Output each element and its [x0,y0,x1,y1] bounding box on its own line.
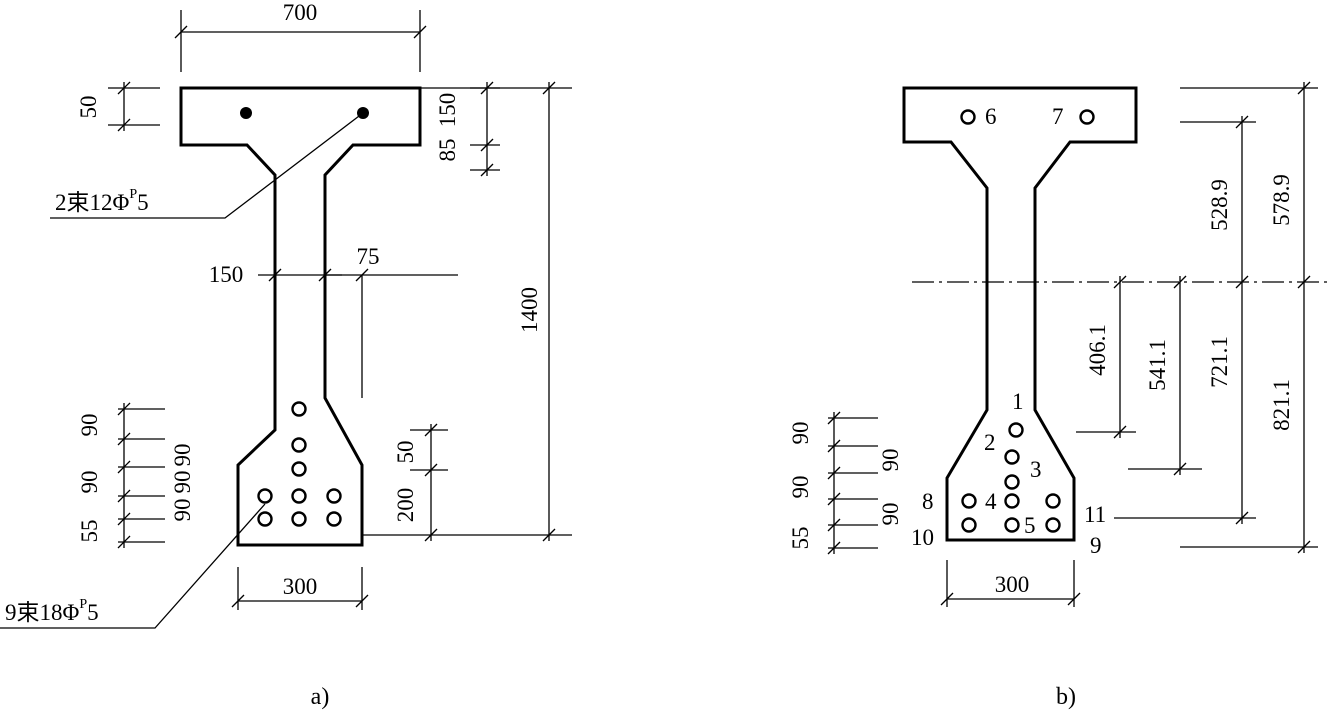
dim-web-offset-text: 75 [357,244,380,269]
dim-left-stack-b: 90 90 55 90 90 [788,411,903,555]
tendon-number: 3 [1030,457,1042,482]
dim-578-text: 578.9 [1269,174,1294,226]
tendon-number: 4 [985,489,997,514]
dim-left-b-5: 90 [878,503,903,526]
dim-721: 721.1 528.9 [1207,115,1249,525]
leader-bottom-tendons [0,503,266,629]
tendon-number: 10 [911,525,934,550]
dim-web: 150 [209,262,342,287]
dim-721-text: 721.1 [1207,336,1232,388]
dim-left-a-2: 90 [77,471,102,494]
top-tendon-dot [240,107,252,119]
dim-left-b-1: 90 [788,422,813,445]
dim-left-a-6: 90 [170,499,195,522]
dim-406: 406.1 [1085,275,1127,439]
dim-total-height-text: 1400 [517,287,542,333]
dim-bottom-width-a: 300 [231,567,369,610]
dim-bottom-width-b: 300 [940,560,1081,607]
dim-bottom-right-a-text: 200 [393,488,418,523]
label-bottom-tendons: 9束18ΦP5 [5,597,99,625]
leader-top-tendons [50,112,364,219]
dim-left-b-2: 90 [788,476,813,499]
caption-b: b) [1056,684,1076,710]
dim-left-b-4: 90 [878,449,903,472]
section-b-outline [902,86,1138,542]
dim-flange-thk: 50 [76,81,160,132]
tendon-number: 8 [922,489,934,514]
dim-left-a-3: 55 [77,520,102,543]
tendon-number: 9 [1090,533,1102,558]
dim-541: 541.1 [1145,275,1187,476]
dim-flange-thk-text: 50 [76,96,101,119]
dim-web-offset: 75 [325,244,458,398]
tendon-number: 5 [1024,513,1036,538]
dim-bottom-width-a-text: 300 [283,574,318,599]
section-a-outline [179,86,422,547]
dim-top-right-b-text: 150 [435,93,460,128]
bottom-tendon-holes [257,401,342,527]
dim-left-a-1: 90 [77,414,102,437]
dim-top-width: 700 [174,0,427,72]
dim-left-a-5: 90 [170,471,195,494]
dim-821: 821.1 578.9 [1269,81,1311,554]
tendon-number: 1 [1012,389,1024,414]
dim-web-width-text: 150 [209,262,244,287]
dim-top-right-a-text: 85 [435,139,460,162]
dim-left-a-4: 90 [170,444,195,467]
dim-541-text: 541.1 [1145,339,1170,391]
dim-528-text: 528.9 [1207,179,1232,231]
dim-bottom-right-b-text: 50 [393,441,418,464]
dim-bottom-right: 50 200 [393,423,448,542]
dim-bottom-width-b-text: 300 [995,572,1030,597]
figure-a: 700 50 85 150 [0,0,572,710]
dim-top-right: 85 150 [435,81,500,177]
dim-total-height: 1400 [362,81,572,542]
dim-left-stack-a: 90 90 55 90 90 90 [77,402,195,549]
dim-406-text: 406.1 [1085,324,1110,376]
tendon-number: 11 [1084,502,1106,527]
dim-821-text: 821.1 [1269,379,1294,431]
dim-left-b-3: 55 [788,527,813,550]
caption-a: a) [311,684,330,710]
tendon-number: 2 [984,430,996,455]
tendon-number: 7 [1052,104,1064,129]
dim-top-width-text: 700 [283,0,318,25]
figure-b: 1 2 3 4 5 6 7 8 9 10 11 406.1 541.1 [788,81,1330,710]
label-top-tendons: 2束12ΦP5 [55,187,149,215]
tendon-holes-b [960,109,1095,533]
tendon-number: 6 [985,104,997,129]
